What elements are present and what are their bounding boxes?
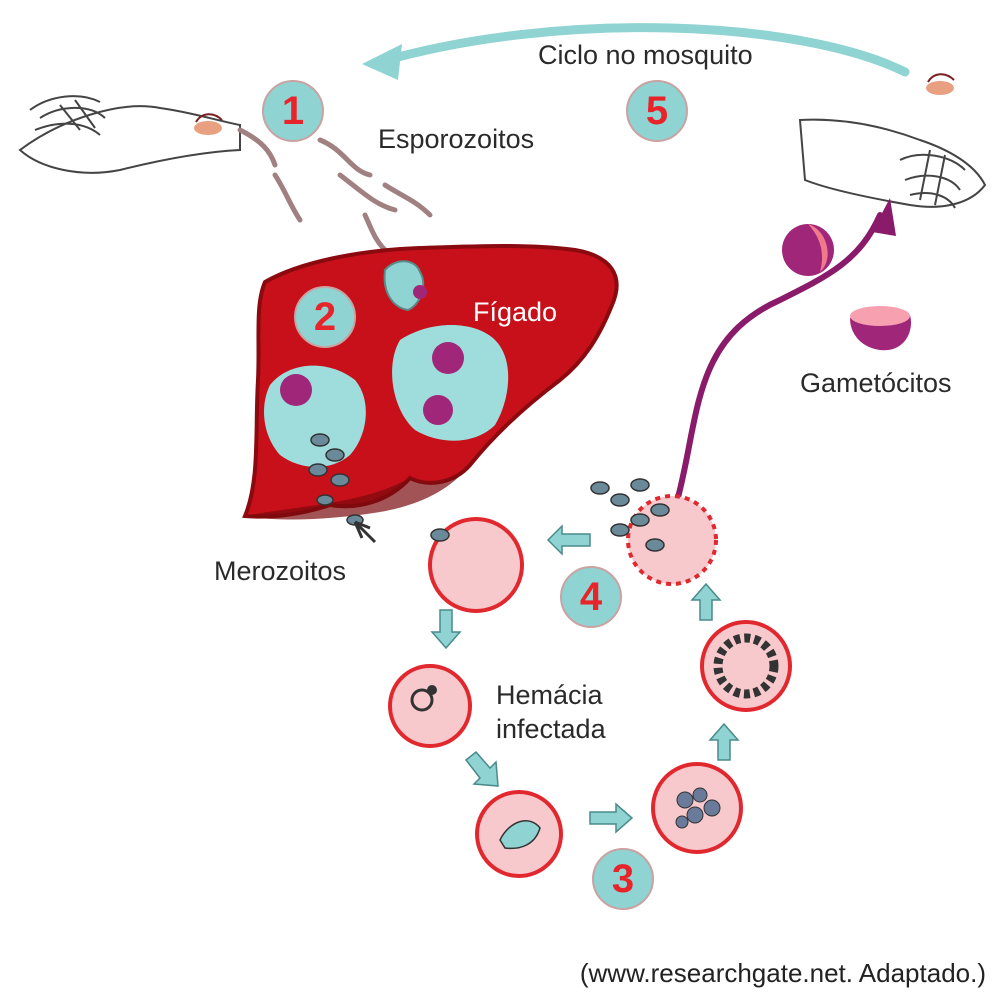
- cyst-nucleus: [280, 374, 312, 406]
- rbc-schizont-early: [651, 762, 743, 854]
- source-credit: (www.researchgate.net. Adaptado.): [579, 958, 986, 988]
- merozoites-cluster: [308, 433, 364, 526]
- gametocyte-arrowhead: [872, 198, 896, 236]
- arrow-ring-to-trophozoite: [464, 750, 499, 787]
- sporozoites-label: Esporozoitos: [378, 124, 535, 154]
- gametocyte-2: [850, 306, 912, 351]
- arrow-bursting-to-entry: [546, 524, 591, 556]
- infected-rbc-label-line2: infectada: [496, 714, 606, 744]
- rbc-schizont-mature: [700, 620, 792, 712]
- left-mosquito-icon: [194, 113, 223, 135]
- liver-cyst-right: [392, 325, 509, 441]
- liver-cyst-left: [264, 365, 366, 468]
- merozoites-label: Merozoitos: [214, 556, 347, 586]
- step-badge-3: 3: [592, 848, 654, 910]
- step-badge-1: 1: [262, 80, 324, 142]
- sporozoites-group: [237, 127, 433, 253]
- merozoites-pointer: [353, 520, 377, 544]
- arrow-mature-to-bursting: [690, 582, 722, 621]
- gametocyte-1: [782, 224, 834, 276]
- arrow-trophozoite-to-schizont: [589, 802, 634, 834]
- flow-arrows: [430, 524, 740, 834]
- left-arm-illustration: [18, 95, 241, 174]
- right-mosquito-icon: [926, 73, 955, 95]
- mosquito-cycle-arrow: [375, 23, 910, 77]
- rbc-ring-stage: [388, 664, 472, 748]
- rbc-merozoite-entry: [428, 517, 524, 613]
- gametocytes-label: Gametócitos: [800, 368, 952, 398]
- rbc-trophozoite: [475, 790, 563, 878]
- infected-rbc-label-line1: Hemácia: [496, 680, 603, 710]
- cyst-nucleus: [423, 395, 453, 425]
- gametocyte-path: [673, 212, 883, 508]
- right-arm-illustration: [798, 118, 987, 209]
- arrow-schizont-to-mature: [708, 722, 740, 761]
- step-badge-2: 2: [294, 286, 356, 348]
- step-badge-4: 4: [560, 566, 622, 628]
- mosquito-cycle-label: Ciclo no mosquito: [538, 40, 753, 70]
- hepatocyte-nucleus: [413, 285, 427, 299]
- liver-label: Fígado: [473, 297, 558, 327]
- arrow-entry-to-ring: [430, 609, 462, 650]
- cyst-nucleus: [432, 342, 464, 374]
- rbc-bursting: [590, 478, 718, 586]
- step-badge-5: 5: [626, 80, 688, 142]
- mosquito-cycle-arrowhead: [362, 44, 402, 80]
- liver-shadow: [245, 465, 470, 520]
